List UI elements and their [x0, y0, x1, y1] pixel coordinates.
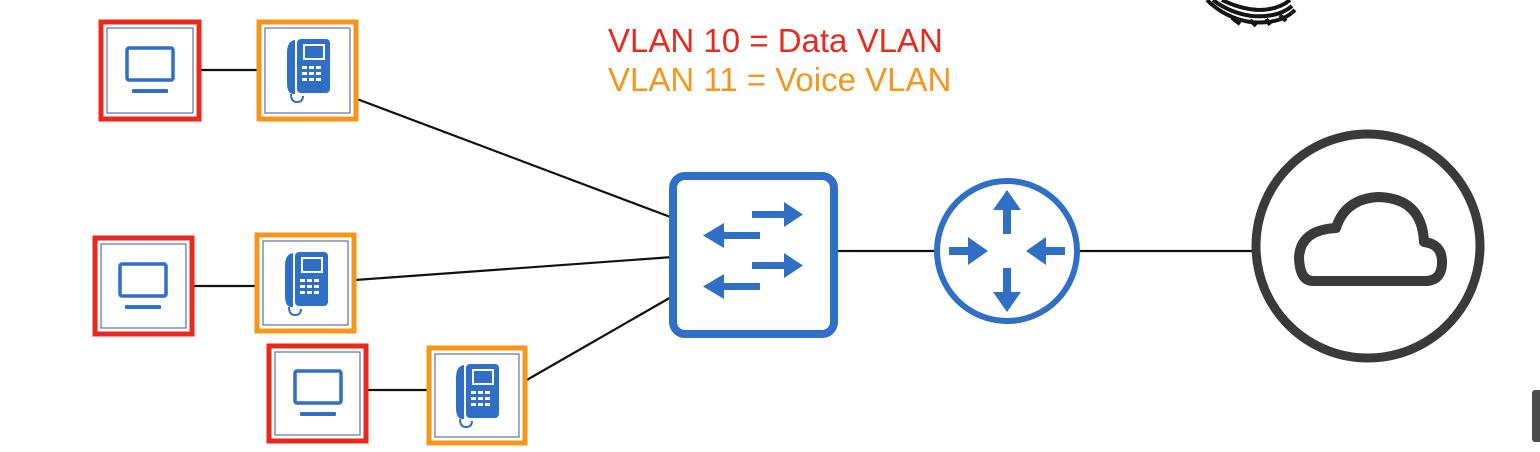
ip-phone-3[interactable] [426, 345, 528, 446]
voice-vlan-label: VLAN 11 = Voice VLAN [608, 61, 952, 98]
link-phone3-switch [524, 295, 674, 382]
pc-3[interactable] [266, 343, 369, 444]
coiled-cable-icon [1205, 0, 1297, 28]
ip-phone-1[interactable] [256, 19, 359, 122]
ip-phone-icon [284, 251, 329, 316]
links [192, 68, 1256, 392]
cloud-icon[interactable] [1251, 129, 1485, 363]
ip-phone-icon [455, 363, 500, 428]
ip-phone-icon [286, 38, 331, 103]
link-phone1-switch [356, 97, 674, 220]
link-phone2-switch [354, 255, 674, 282]
pc-1[interactable] [98, 19, 202, 122]
pc-2[interactable] [92, 235, 195, 337]
ip-phone-2[interactable] [254, 232, 357, 334]
router-icon[interactable] [934, 178, 1080, 324]
switch-icon[interactable] [669, 172, 838, 338]
data-vlan-label: VLAN 10 = Data VLAN [608, 22, 943, 59]
side-tab[interactable] [1532, 390, 1540, 442]
